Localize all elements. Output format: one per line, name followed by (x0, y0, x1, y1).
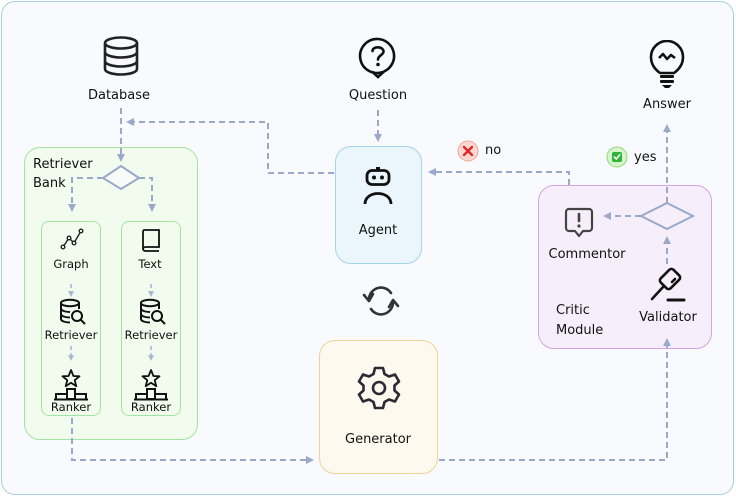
graph-retriever-label: Retriever (44, 328, 98, 342)
question-label: Question (348, 88, 408, 103)
ranking-podium-icon (54, 369, 88, 401)
refresh-cycle-icon (362, 286, 400, 316)
graph-column-container (41, 221, 101, 416)
edge-agent-to-database (126, 118, 334, 174)
critic-decision-diamond (638, 201, 696, 231)
text-ranker-label: Ranker (130, 400, 172, 414)
answer-label: Answer (643, 97, 691, 112)
book-icon (142, 229, 160, 252)
edge-bank-to-text (139, 177, 156, 212)
retriever-bank-label-line1: Retriever (33, 157, 93, 172)
database-search-icon (140, 298, 166, 325)
graph-line-icon (60, 228, 84, 250)
database-search-icon (60, 298, 86, 325)
validator-label: Validator (639, 310, 697, 325)
critic-module-label-line2: Module (556, 323, 604, 338)
alert-comment-icon (564, 207, 594, 238)
generator-label: Generator (344, 432, 412, 447)
database-icon (103, 36, 139, 76)
graph-ranker-label: Ranker (50, 400, 92, 414)
database-label: Database (87, 88, 151, 103)
critic-module-label-line1: Critic (556, 303, 590, 318)
no-label: no (485, 143, 502, 158)
agent-label: Agent (358, 223, 398, 238)
question-bubble-icon (358, 37, 396, 79)
agent-node[interactable] (335, 146, 422, 264)
commentor-label: Commentor (548, 247, 626, 262)
edge-bank-to-graph (68, 177, 103, 212)
text-retriever-label: Retriever (124, 328, 178, 342)
graph-label: Graph (53, 257, 89, 271)
yes-label: yes (634, 150, 657, 165)
robot-agent-icon (363, 167, 393, 205)
edge-critic-no-to-agent (428, 168, 570, 185)
retriever-bank-label-line2: Bank (33, 176, 66, 191)
yes-check-icon (606, 146, 628, 168)
retriever-bank-decision-diamond (101, 164, 141, 191)
lightbulb-icon (649, 40, 685, 88)
gavel-validator-icon (650, 267, 686, 302)
text-label: Text (138, 257, 162, 271)
edge-generator-to-validator (439, 338, 671, 461)
edge-ranker-to-generator (71, 418, 314, 464)
ranking-podium-icon (134, 369, 168, 401)
gear-icon (357, 366, 401, 410)
no-cross-icon (457, 140, 479, 162)
